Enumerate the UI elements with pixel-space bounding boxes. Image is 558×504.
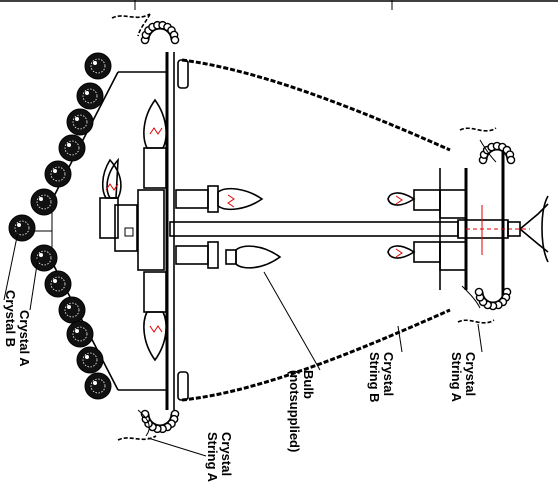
label-crystal-string-b-line1: Crystal	[381, 352, 396, 396]
leader-lines	[3, 231, 483, 457]
main-arm-plate	[114, 52, 189, 410]
crystal-pendant	[84, 372, 112, 400]
label-crystal-b-text: Crystal B	[3, 290, 18, 347]
canopy-right	[387, 150, 549, 305]
crystal-pendant	[58, 134, 86, 162]
crystal-bead	[170, 35, 180, 45]
label-bulb-line1: Bulb	[301, 370, 316, 399]
label-crystal-a-text: Crystal A	[17, 310, 32, 367]
crystal-cluster-right-bottom	[474, 287, 512, 311]
crystal-string-a-left-bottom	[117, 409, 157, 441]
crystal-string-a-right-top	[459, 127, 497, 163]
crystal-pendant	[76, 82, 104, 110]
crystal-cluster-right-top	[478, 141, 516, 165]
crystal-pendant	[58, 296, 86, 324]
label-crystal-string-a-bottom-line2: String A	[205, 432, 220, 483]
label-crystal-string-a-bottom: Crystal String A	[205, 432, 234, 483]
candle-arms-left	[99, 98, 282, 362]
crystal-pendant	[76, 346, 104, 374]
crystal-cluster-left-bottom	[140, 409, 180, 434]
label-crystal-string-a-right: Crystal String A	[449, 352, 478, 403]
crystal-pendant	[66, 320, 94, 348]
crystal-pendant	[44, 270, 72, 298]
crystal-pendant	[84, 52, 112, 80]
crystal-cluster-left-top	[140, 20, 180, 45]
label-crystal-string-b-line2: String B	[367, 352, 382, 403]
crystal-pendant	[30, 188, 58, 216]
crystal-pendant	[8, 214, 36, 242]
crystal-string-b-bottom	[181, 308, 451, 402]
label-crystal-b: Crystal B	[3, 290, 18, 347]
label-bulb: Bulb (notsupplied)	[287, 370, 316, 452]
crystal-string-b-top	[181, 58, 451, 152]
crystal-pendant	[44, 160, 72, 188]
crystal-bead	[474, 287, 484, 297]
crystal-string-a-right-bottom	[457, 285, 495, 324]
top-border	[0, 0, 558, 10]
label-crystal-a: Crystal A	[17, 310, 32, 367]
central-rod	[169, 221, 459, 237]
label-crystal-string-a-right-line1: Crystal	[463, 352, 478, 396]
label-crystal-string-a-bottom-line1: Crystal	[219, 432, 234, 476]
label-bulb-line2: (notsupplied)	[287, 370, 302, 452]
crystal-bead	[506, 155, 516, 165]
label-crystal-string-b: Crystal String B	[367, 352, 396, 403]
crystal-pendant	[66, 108, 94, 136]
label-crystal-string-a-right-line2: String A	[449, 352, 464, 403]
crystal-string-a-left-top	[111, 13, 151, 37]
crystal-pendant	[30, 244, 58, 272]
